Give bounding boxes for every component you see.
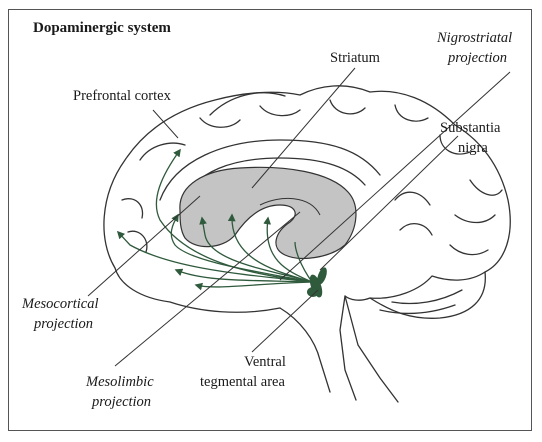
diagram-title: Dopaminergic system [33, 20, 171, 36]
label-vta-line1: Ventral [244, 354, 286, 370]
label-nigrostriatal-line1: Nigrostriatal [436, 30, 512, 46]
label-mesolimbic-line1: Mesolimbic [85, 374, 154, 390]
label-mesolimbic-line2: projection [91, 394, 151, 410]
label-substantia-line2: nigra [458, 140, 488, 156]
label-mesocortical-line1: Mesocortical [21, 296, 99, 312]
leader-lines [87, 67, 511, 367]
label-substantia-line1: Substantia [440, 120, 501, 136]
label-mesocortical-line2: projection [33, 316, 93, 332]
nigra-blobs [307, 267, 327, 298]
label-nigrostriatal-line2: projection [447, 50, 507, 66]
label-vta-line2: tegmental area [200, 374, 285, 390]
label-striatum: Striatum [330, 50, 381, 66]
striatum-shape [179, 166, 357, 260]
label-prefrontal-cortex: Prefrontal cortex [73, 88, 172, 104]
